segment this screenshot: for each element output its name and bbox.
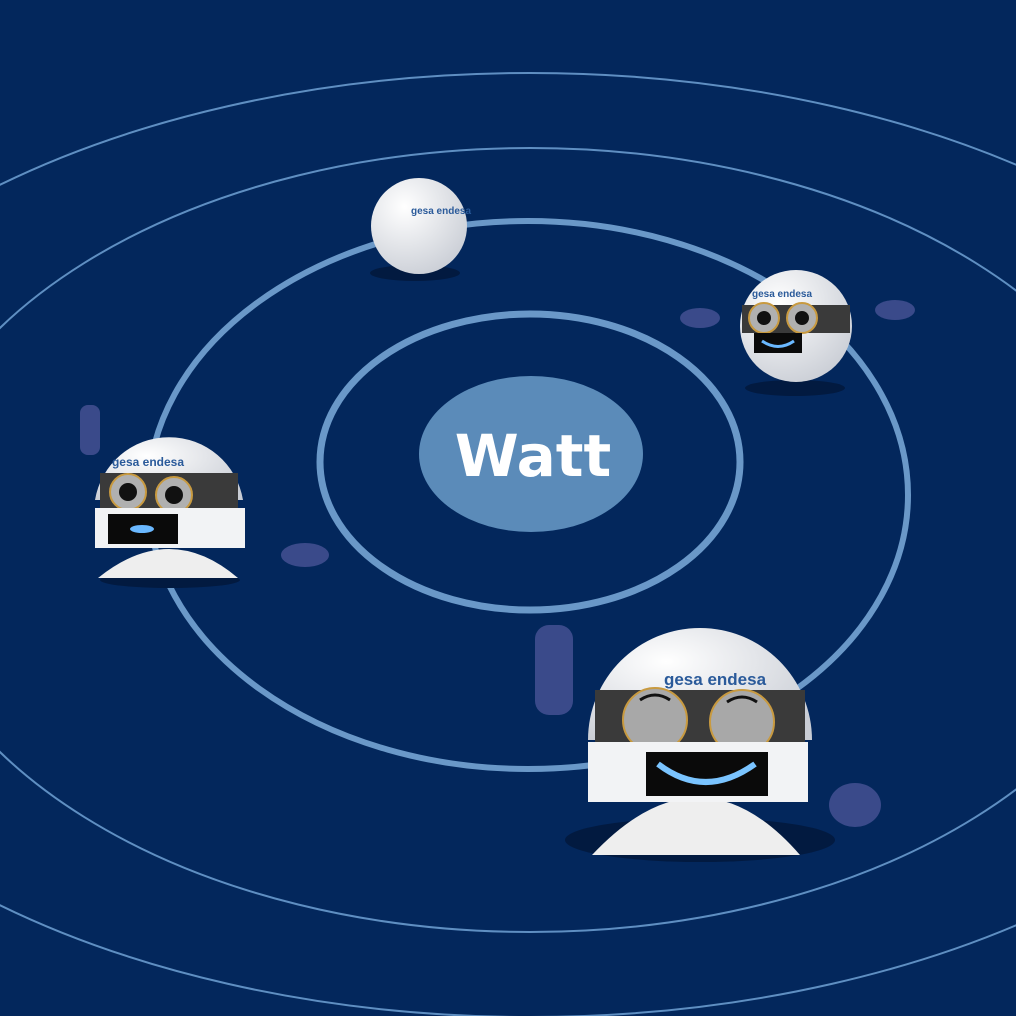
glove-icon — [829, 783, 881, 827]
center-label: Watt — [455, 422, 612, 490]
glove-icon — [875, 300, 915, 320]
robot-logo-text: gesa endesa — [752, 289, 812, 300]
orbit-ring-1 — [316, 310, 744, 614]
robot-ball: gesa endesa — [370, 178, 471, 281]
orbit-ring-3 — [0, 147, 1016, 933]
glove-icon — [281, 543, 329, 567]
robot-logo-text: gesa endesa — [411, 206, 471, 217]
robot-logo-text: gesa endesa — [112, 455, 184, 469]
glove-icon — [680, 308, 720, 328]
orbit-ring-outer — [0, 72, 1016, 1016]
glove-icon — [535, 625, 573, 715]
robot-waving: gesa endesa — [680, 270, 915, 396]
robot-thumbs-up: gesa endesa — [535, 625, 881, 862]
robot-pointing: gesa endesa — [80, 405, 329, 588]
robot-logo-text: gesa endesa — [664, 670, 767, 689]
center-ellipse — [419, 376, 643, 532]
glove-icon — [80, 405, 100, 455]
